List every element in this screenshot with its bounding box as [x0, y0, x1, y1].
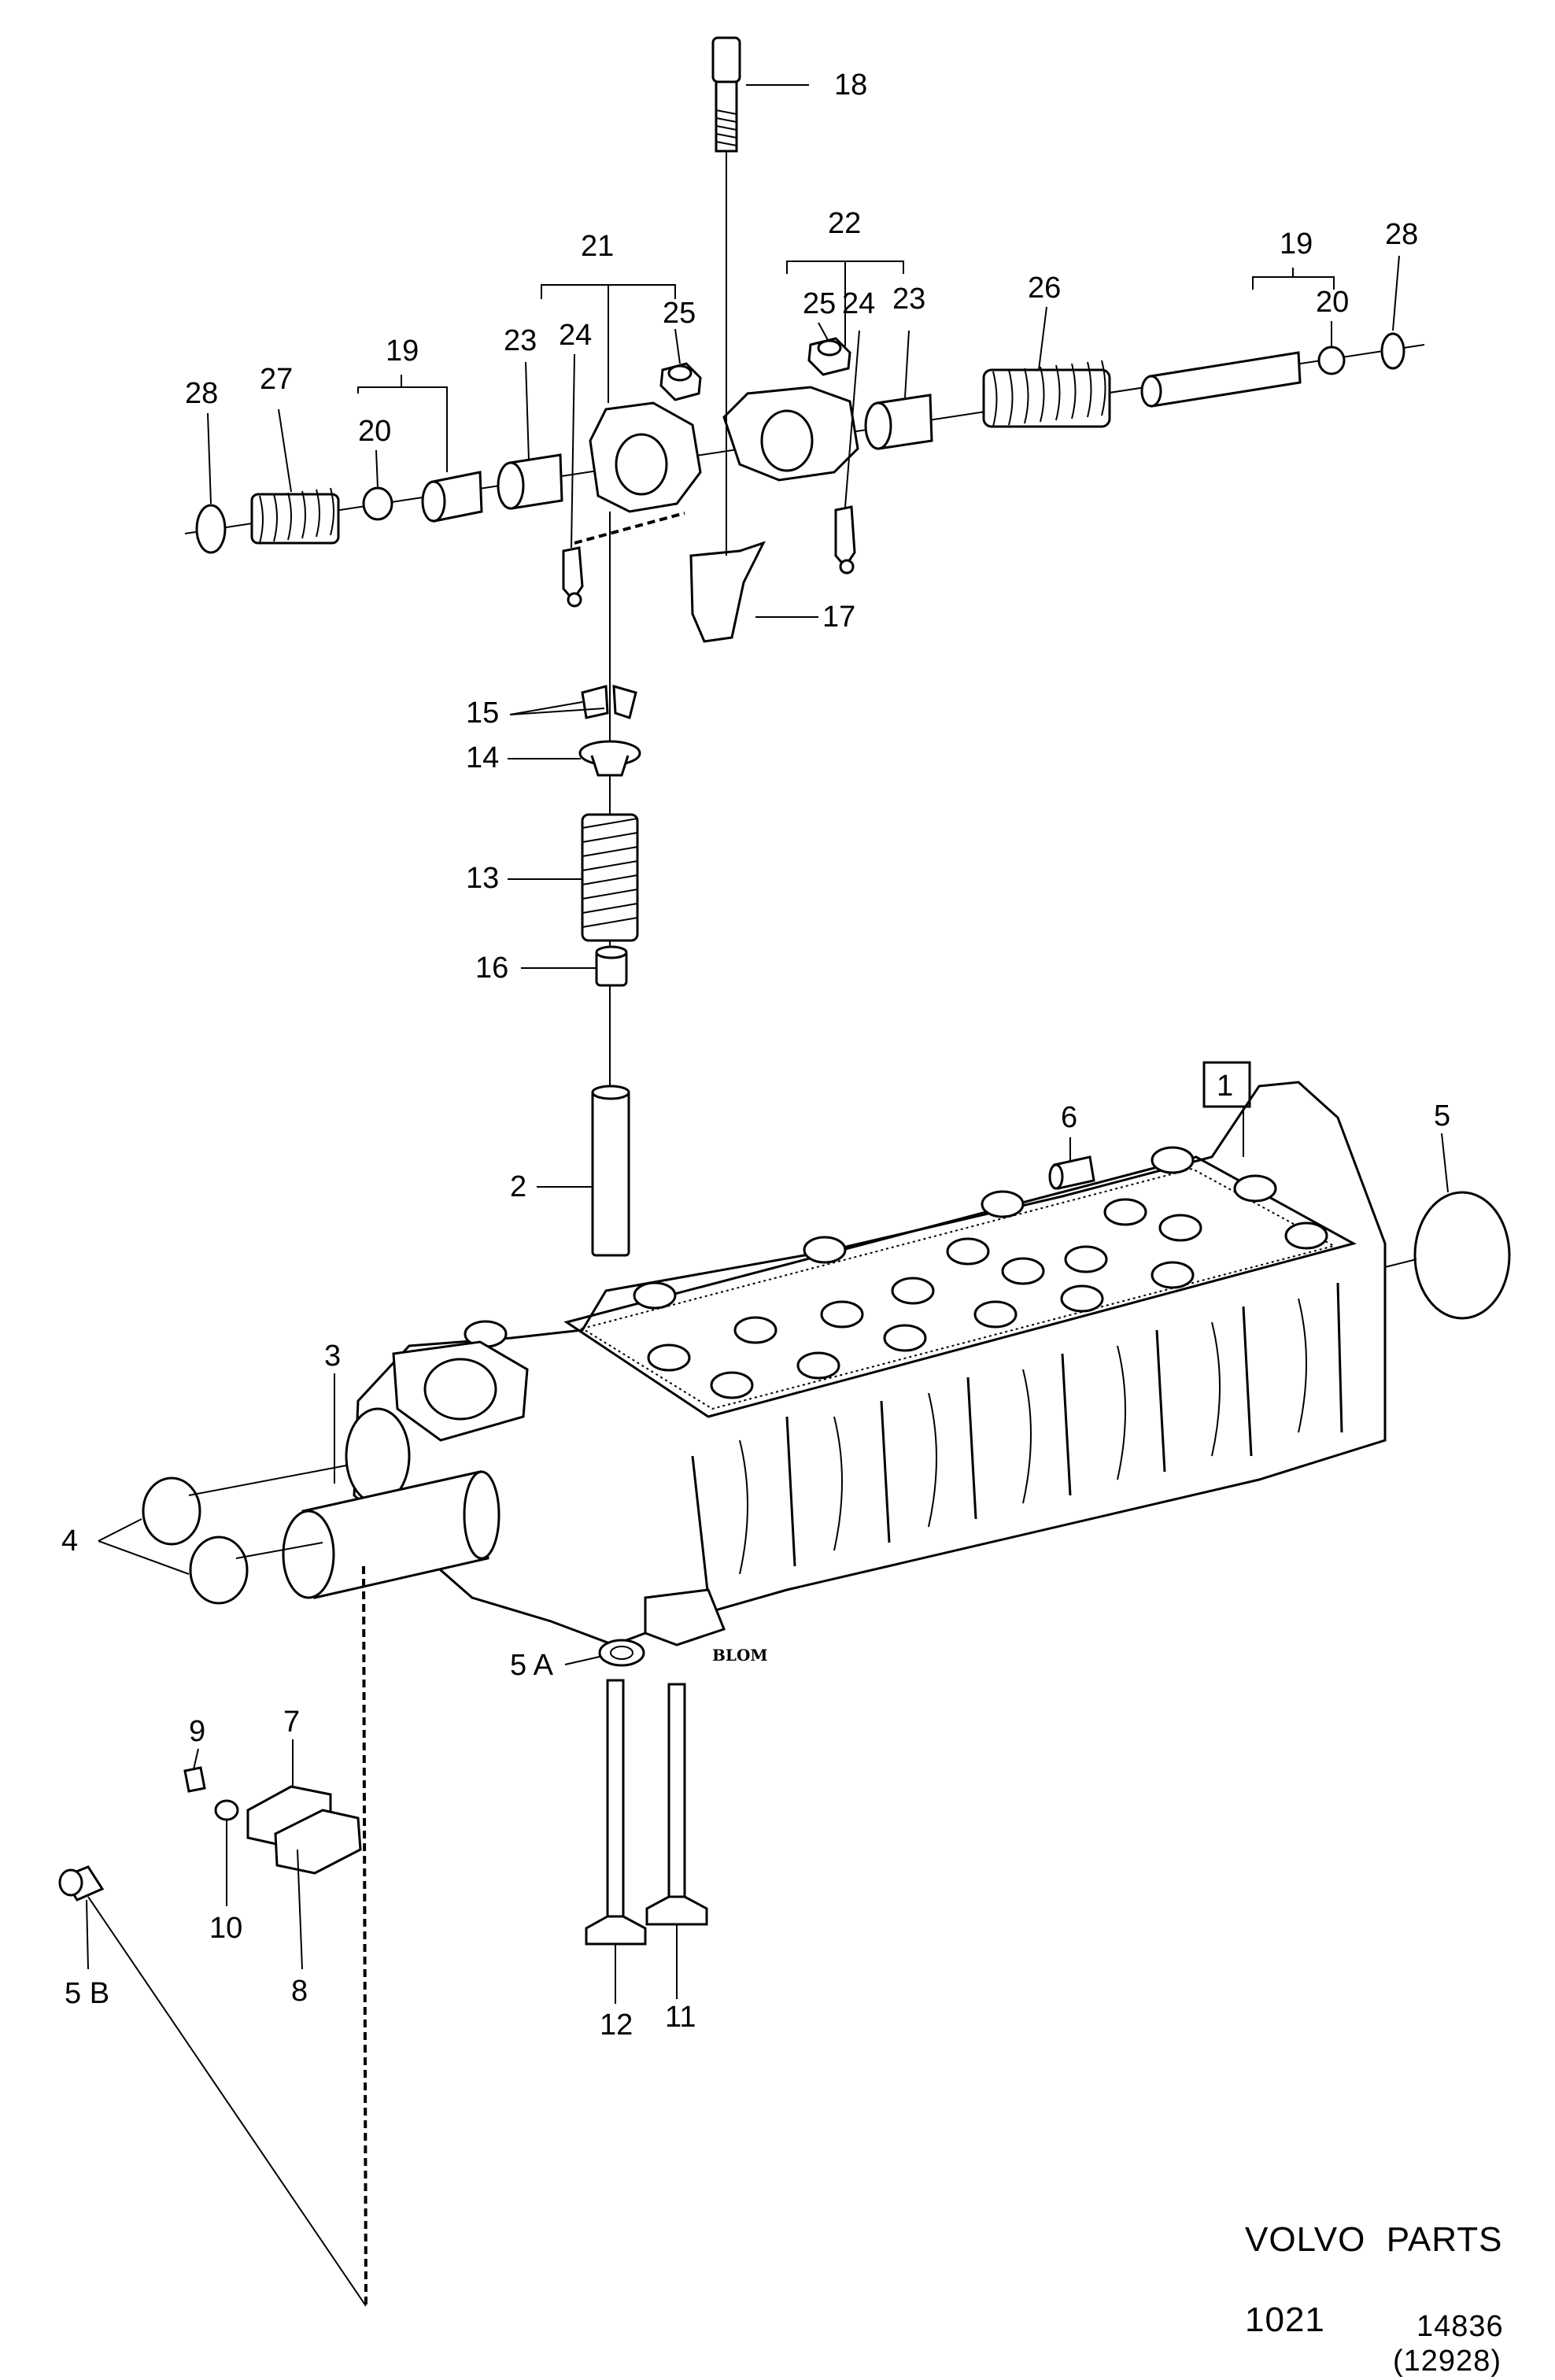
- label-23-left: 23: [504, 324, 537, 357]
- label-25-right: 25: [803, 287, 836, 320]
- label-28-right: 28: [1385, 218, 1418, 251]
- cylinder-head: BLOM: [345, 1081, 1387, 1665]
- label-20-right: 20: [1316, 286, 1349, 319]
- cover-plate-assembly: [183, 1766, 362, 1875]
- bracket-bolt: [711, 36, 741, 556]
- circlip-left: [195, 504, 227, 554]
- mounting-lug: [644, 1588, 726, 1646]
- label-22: 22: [828, 207, 861, 240]
- leader-lines: [86, 84, 1449, 2004]
- shaft-bracket: [689, 541, 766, 643]
- label-5b: 5 B: [65, 1977, 109, 2010]
- label-14: 14: [466, 741, 499, 774]
- valve-spring: [581, 813, 639, 942]
- valve-guide: [591, 1085, 630, 1257]
- label-8: 8: [291, 1975, 308, 2008]
- head-bolt-bosses: [464, 1146, 1328, 1399]
- core-plug-right: [1413, 1191, 1511, 1320]
- spring-retainer: [578, 740, 641, 777]
- nut-right: [807, 337, 851, 376]
- footer-block: VOLVO PARTS 1021 14836 (12928): [1245, 2220, 1504, 2378]
- rocker-arm-left: [589, 401, 702, 513]
- stamp-blom: BLOM: [712, 1646, 768, 1665]
- spacer-tube-left: [421, 471, 483, 523]
- label-2: 2: [510, 1170, 526, 1203]
- label-10: 10: [209, 1912, 242, 1945]
- label-16: 16: [475, 952, 508, 985]
- footer-reference-number: (12928): [1393, 2345, 1501, 2378]
- label-28-left: 28: [185, 377, 218, 410]
- label-23-right: 23: [892, 283, 925, 316]
- washer: [214, 1799, 239, 1821]
- circlip-right: [1380, 332, 1405, 370]
- guide-line-left: [574, 512, 685, 545]
- label-17: 17: [822, 601, 855, 634]
- label-18: 18: [834, 68, 867, 102]
- water-pipe: [282, 1470, 500, 1599]
- leader-5b-line: [87, 1896, 367, 2307]
- plug-left: [362, 486, 393, 521]
- bushing-left: [497, 453, 563, 510]
- guide-line-5b: [362, 1565, 368, 2307]
- label-21: 21: [581, 230, 614, 263]
- valve-stack: [578, 512, 641, 1257]
- label-12: 12: [600, 2009, 633, 2042]
- label-13: 13: [466, 862, 499, 895]
- head-side-ports: [691, 1282, 1343, 1598]
- threaded-plug: [58, 1865, 105, 1901]
- label-7: 7: [283, 1706, 300, 1739]
- label-27: 27: [260, 363, 293, 396]
- part-labels: 18 21 22 19 28 25 25 24 23 26 20 23 24 1…: [61, 68, 1450, 2042]
- rocker-shaft-assembly: [184, 36, 1425, 643]
- label-20-left: 20: [358, 415, 391, 448]
- dowel-pin: [1048, 1155, 1095, 1190]
- label-15: 15: [466, 697, 499, 730]
- label-19-right: 19: [1280, 227, 1313, 261]
- label-24-left: 24: [559, 319, 592, 352]
- cover-gasket: [274, 1809, 362, 1875]
- core-plugs: [142, 1465, 347, 1605]
- footer-brand: VOLVO PARTS: [1245, 2220, 1502, 2259]
- part-box-1: [1202, 1061, 1251, 1108]
- label-4: 4: [61, 1524, 78, 1558]
- valve-stem-seal: [595, 945, 628, 987]
- label-3: 3: [324, 1340, 341, 1373]
- label-5a: 5 A: [510, 1649, 554, 1682]
- bushing-right: [864, 394, 933, 450]
- label-11: 11: [665, 2001, 696, 2034]
- spring-left: [250, 487, 340, 545]
- adjusting-screw-right: [834, 505, 856, 575]
- spacer-tube-right: [1140, 351, 1302, 408]
- label-6: 6: [1061, 1101, 1077, 1134]
- label-24-right: 24: [842, 287, 875, 320]
- label-19-left: 19: [386, 334, 419, 368]
- head-front-flange: [345, 1340, 529, 1505]
- cover-bolt: [183, 1766, 206, 1793]
- label-5: 5: [1434, 1099, 1450, 1133]
- spring-right: [982, 360, 1111, 428]
- label-25-left: 25: [663, 297, 696, 330]
- footer-illustration-number: 14836: [1416, 2310, 1504, 2343]
- footer-page-number: 1021: [1245, 2301, 1325, 2339]
- plug-right: [1317, 346, 1346, 375]
- label-9: 9: [189, 1715, 205, 1748]
- label-1: 1: [1217, 1070, 1233, 1103]
- valve-11: [645, 1683, 708, 1926]
- rocker-arm-right: [722, 386, 859, 482]
- nut-left: [659, 362, 702, 401]
- adjusting-screw-left: [562, 546, 584, 608]
- valve-12: [585, 1679, 647, 1946]
- seal-ring: [598, 1639, 645, 1667]
- label-26: 26: [1028, 272, 1061, 305]
